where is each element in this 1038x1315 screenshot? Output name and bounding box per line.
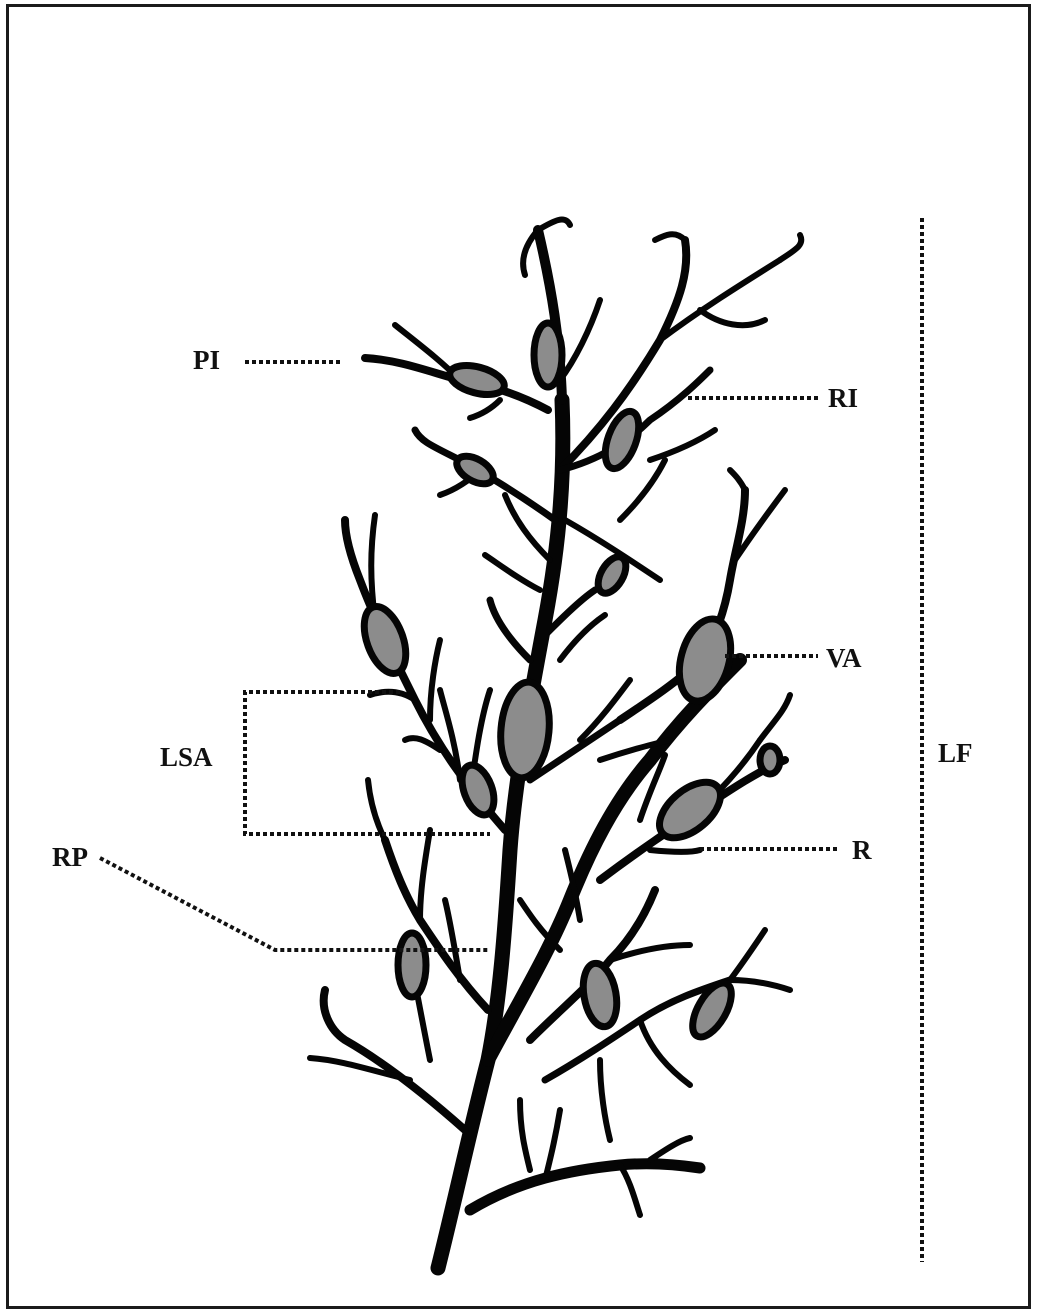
vesicle xyxy=(398,933,426,997)
branch xyxy=(560,615,605,660)
label-lsa: LSA xyxy=(160,742,213,772)
branch xyxy=(650,1138,690,1160)
branch xyxy=(430,640,440,720)
vesicle xyxy=(356,601,414,679)
branch xyxy=(600,1060,610,1140)
branch xyxy=(730,470,745,490)
vesicle xyxy=(579,961,622,1030)
vesicle xyxy=(497,680,553,780)
label-rp: RP xyxy=(52,842,88,872)
vesicle xyxy=(447,360,508,400)
branch xyxy=(650,850,700,852)
vesicle xyxy=(671,613,739,707)
branch xyxy=(780,235,801,260)
basal-right-branch xyxy=(470,1164,700,1210)
branch xyxy=(730,930,765,980)
branch xyxy=(485,555,540,590)
label-va: VA xyxy=(826,643,862,673)
vesicle xyxy=(685,977,739,1043)
branch xyxy=(655,234,685,240)
branch xyxy=(760,695,790,740)
branch xyxy=(700,310,765,325)
vesicle xyxy=(534,323,562,387)
branch xyxy=(368,780,385,840)
branch xyxy=(523,230,538,275)
branch xyxy=(538,220,570,230)
branch xyxy=(560,300,600,380)
vesicle xyxy=(650,772,731,849)
branch xyxy=(650,430,715,460)
branch xyxy=(730,980,790,990)
main-axis xyxy=(438,400,563,1268)
vesicle xyxy=(592,552,631,598)
label-r: R xyxy=(852,835,872,865)
branch xyxy=(620,1165,640,1215)
branch xyxy=(324,990,465,1130)
branch xyxy=(470,400,500,418)
branch xyxy=(420,830,430,920)
plant-thallus xyxy=(310,220,801,1268)
branch xyxy=(520,1100,530,1170)
label-ri: RI xyxy=(828,383,858,413)
branch xyxy=(640,1020,690,1085)
vesicle xyxy=(456,761,500,819)
label-lf: LF xyxy=(938,738,973,768)
vesicle xyxy=(760,746,780,774)
branch xyxy=(490,600,530,660)
label-pi: PI xyxy=(193,345,220,375)
branch xyxy=(620,460,665,520)
